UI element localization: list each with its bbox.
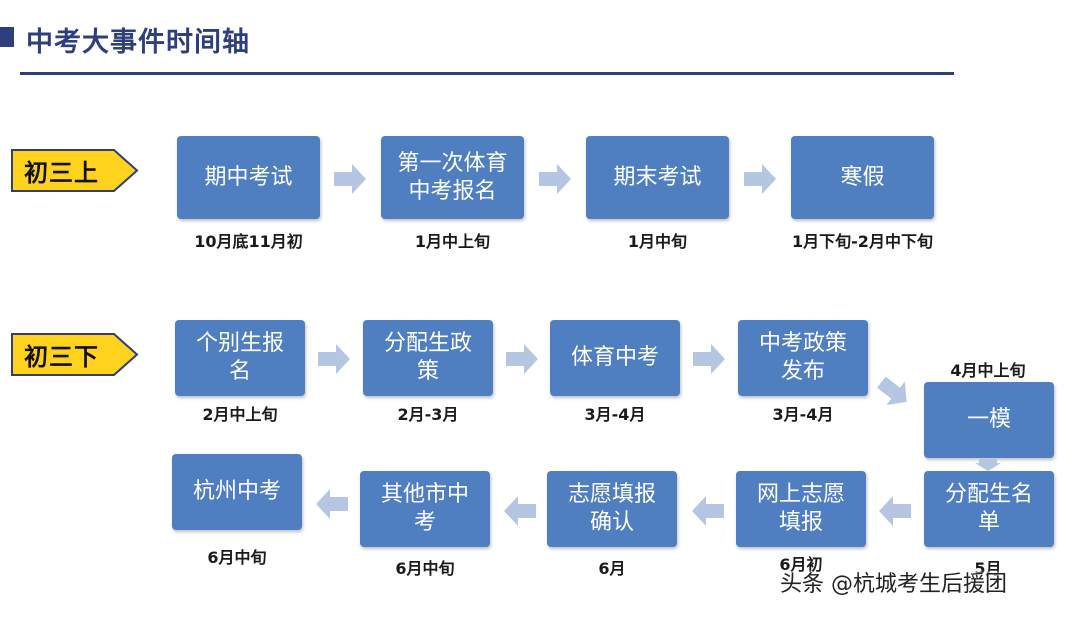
event-box-hangzhou-exam: 杭州中考: [172, 454, 302, 530]
tag-arrow-shape: [11, 149, 139, 192]
event-date: 6月中旬: [395, 559, 455, 578]
event-box-allocation-list: 分配生名 单: [924, 471, 1054, 547]
event-box-policy-release: 中考政策 发布: [738, 320, 868, 396]
tag-arrow-shape: [11, 333, 139, 376]
title-marker: [0, 27, 14, 47]
event-box-pe-exam: 体育中考: [550, 320, 680, 396]
event-box-allocation-policy: 分配生政 策: [363, 320, 493, 396]
event-date: 2月中上旬: [202, 405, 278, 424]
event-date: 5月: [974, 559, 1002, 578]
event-box-pe-registration: 第一次体育 中考报名: [381, 136, 524, 219]
arrow-right-icon: [506, 344, 538, 374]
arrow-diagonal-icon: [877, 376, 907, 406]
watermark: 头条 @杭城考生后援团: [780, 572, 1007, 597]
arrow-right-icon: [334, 164, 366, 194]
title-divider: [20, 72, 954, 75]
event-date: 10月底11月初: [194, 232, 303, 251]
arrow-left-icon: [692, 496, 724, 526]
event-date: 1月下旬-2月中下旬: [792, 232, 933, 251]
event-box-application-confirm: 志愿填报 确认: [547, 471, 677, 547]
event-box-other-city-exam: 其他市中 考: [360, 471, 490, 547]
event-date: 3月-4月: [772, 405, 834, 424]
event-box-first-mock: 一模: [924, 382, 1054, 458]
arrow-right-icon: [693, 344, 725, 374]
arrow-left-icon: [504, 496, 536, 526]
arrow-right-icon: [744, 164, 776, 194]
event-box-final-exam: 期末考试: [586, 136, 729, 219]
event-date: 6月初: [779, 555, 823, 574]
row-label-first-semester: 初三上: [10, 148, 140, 193]
row-label-text: 初三上: [24, 159, 99, 187]
row-label-second-semester: 初三下: [10, 332, 140, 377]
event-date: 6月: [598, 559, 626, 578]
arrow-left-icon: [316, 489, 348, 519]
page-title: 中考大事件时间轴: [26, 27, 250, 58]
event-date: 3月-4月: [584, 405, 646, 424]
event-box-individual-registration: 个别生报 名: [175, 320, 305, 396]
event-date: 6月中旬: [207, 548, 267, 567]
event-box-midterm: 期中考试: [177, 136, 320, 219]
event-box-online-application: 网上志愿 填报: [736, 471, 866, 547]
event-date: 4月中上旬: [950, 361, 1026, 380]
row-label-text: 初三下: [24, 343, 99, 371]
arrow-down-icon: [975, 459, 1001, 471]
arrow-right-icon: [539, 164, 571, 194]
event-date: 1月中上旬: [414, 232, 491, 251]
event-date: 2月-3月: [397, 405, 459, 424]
arrow-right-icon: [318, 344, 350, 374]
event-box-winter-break: 寒假: [791, 136, 934, 219]
event-date: 1月中旬: [627, 232, 688, 251]
arrow-left-icon: [879, 496, 911, 526]
